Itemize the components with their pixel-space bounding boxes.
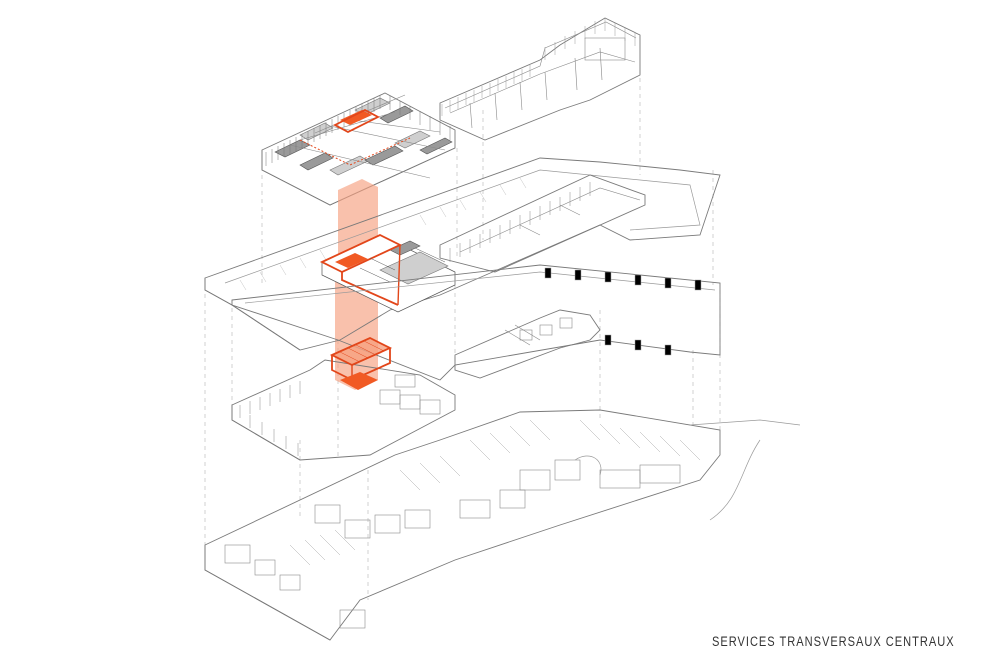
lower-middle-level: [231, 264, 721, 381]
projection-lines: [204, 70, 721, 600]
upper-floor-plan: [261, 92, 456, 206]
diagram-caption: SERVICES TRANSVERSAUX CENTRAUX: [712, 634, 955, 649]
upper-wing-plan: [439, 17, 641, 141]
middle-floor-slab: [204, 157, 721, 351]
basement-level: [204, 409, 801, 641]
lower-floor-plan: [231, 337, 456, 461]
